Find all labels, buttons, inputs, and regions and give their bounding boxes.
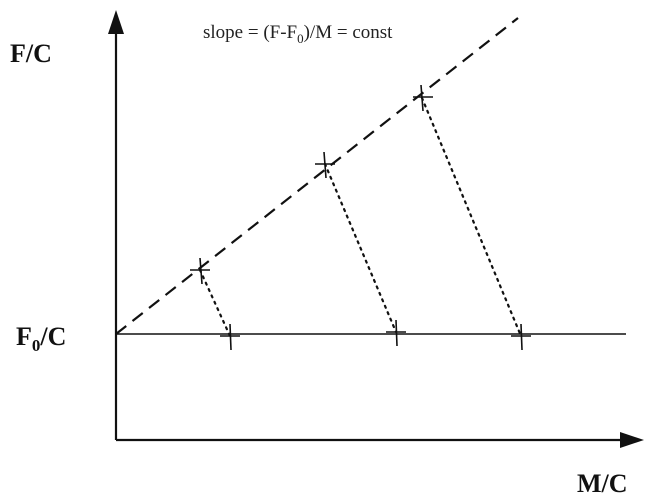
baseline-marker-2 <box>386 319 406 347</box>
baseline-label-main: F <box>16 322 32 351</box>
x-axis-arrowhead <box>620 432 644 448</box>
slope-annotation-subscript: 0 <box>297 31 304 46</box>
baseline-marker-3 <box>511 323 531 351</box>
slope-marker-2 <box>315 151 335 179</box>
x-axis-label: M/C <box>577 469 628 498</box>
slope-annotation-suffix: )/M = const <box>304 22 394 43</box>
drop-line-3 <box>420 96 523 338</box>
slope-marker-3 <box>413 84 433 112</box>
slope-marker-1 <box>190 257 210 285</box>
drop-line-2 <box>323 162 398 334</box>
baseline-f0-label: F0/C <box>16 322 66 355</box>
drop-line-1 <box>198 268 232 338</box>
baseline-label-subscript: 0 <box>32 336 41 355</box>
y-axis-label: F/C <box>10 39 52 68</box>
baseline-label-tail: /C <box>39 322 66 351</box>
slope-annotation: slope = (F-F0)/M = const <box>203 22 393 46</box>
slope-annotation-prefix: slope = (F-F <box>203 22 297 43</box>
y-axis-arrowhead <box>108 10 124 34</box>
baseline-marker-1 <box>220 323 240 351</box>
dashed-slope-line <box>115 17 519 335</box>
